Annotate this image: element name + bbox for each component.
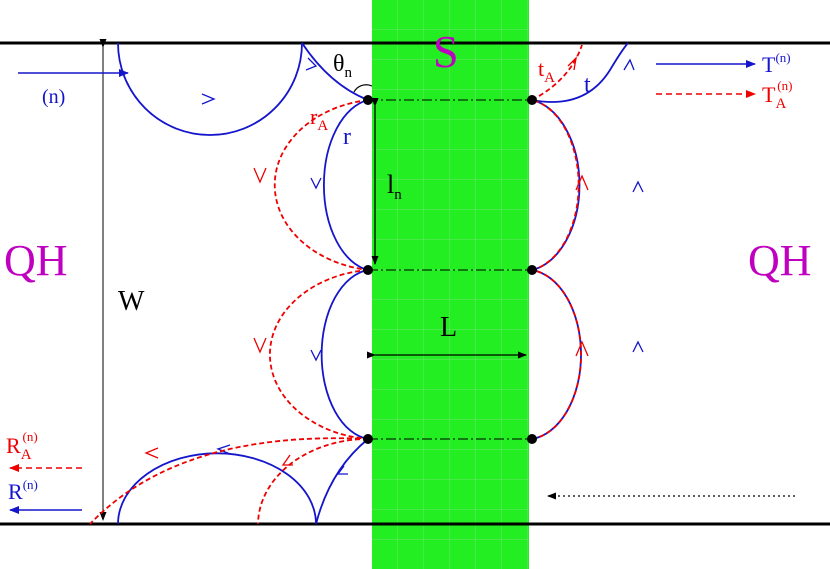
reflection-label: R(n) (8, 477, 38, 504)
superconductor-label: S (433, 26, 459, 77)
r-label: r (343, 124, 351, 150)
ln-label: ln (387, 170, 402, 203)
theta-angle-arc (353, 84, 373, 93)
length-label: L (440, 312, 457, 343)
hole-orbits (89, 44, 583, 525)
transmission-label: T(n) (762, 50, 791, 77)
hole-direction-marks (144, 56, 589, 466)
electron-direction-marks (201, 57, 644, 475)
ta-label: tA (538, 56, 555, 86)
interface-lines (368, 99, 532, 440)
t-label: t (584, 72, 591, 98)
ra-label: rA (310, 104, 328, 134)
theta-label: θn (333, 51, 353, 81)
incoming-mode-label: (n) (42, 86, 65, 108)
andreev-reflection-label: RA(n) (6, 429, 38, 463)
qh-right-label: QH (748, 236, 812, 285)
junction-points (363, 95, 537, 444)
superconductor-grid (372, 0, 529, 569)
andreev-transmission-label: TA(n) (762, 78, 792, 112)
width-label: W (118, 286, 145, 317)
qh-left-label: QH (4, 236, 68, 285)
